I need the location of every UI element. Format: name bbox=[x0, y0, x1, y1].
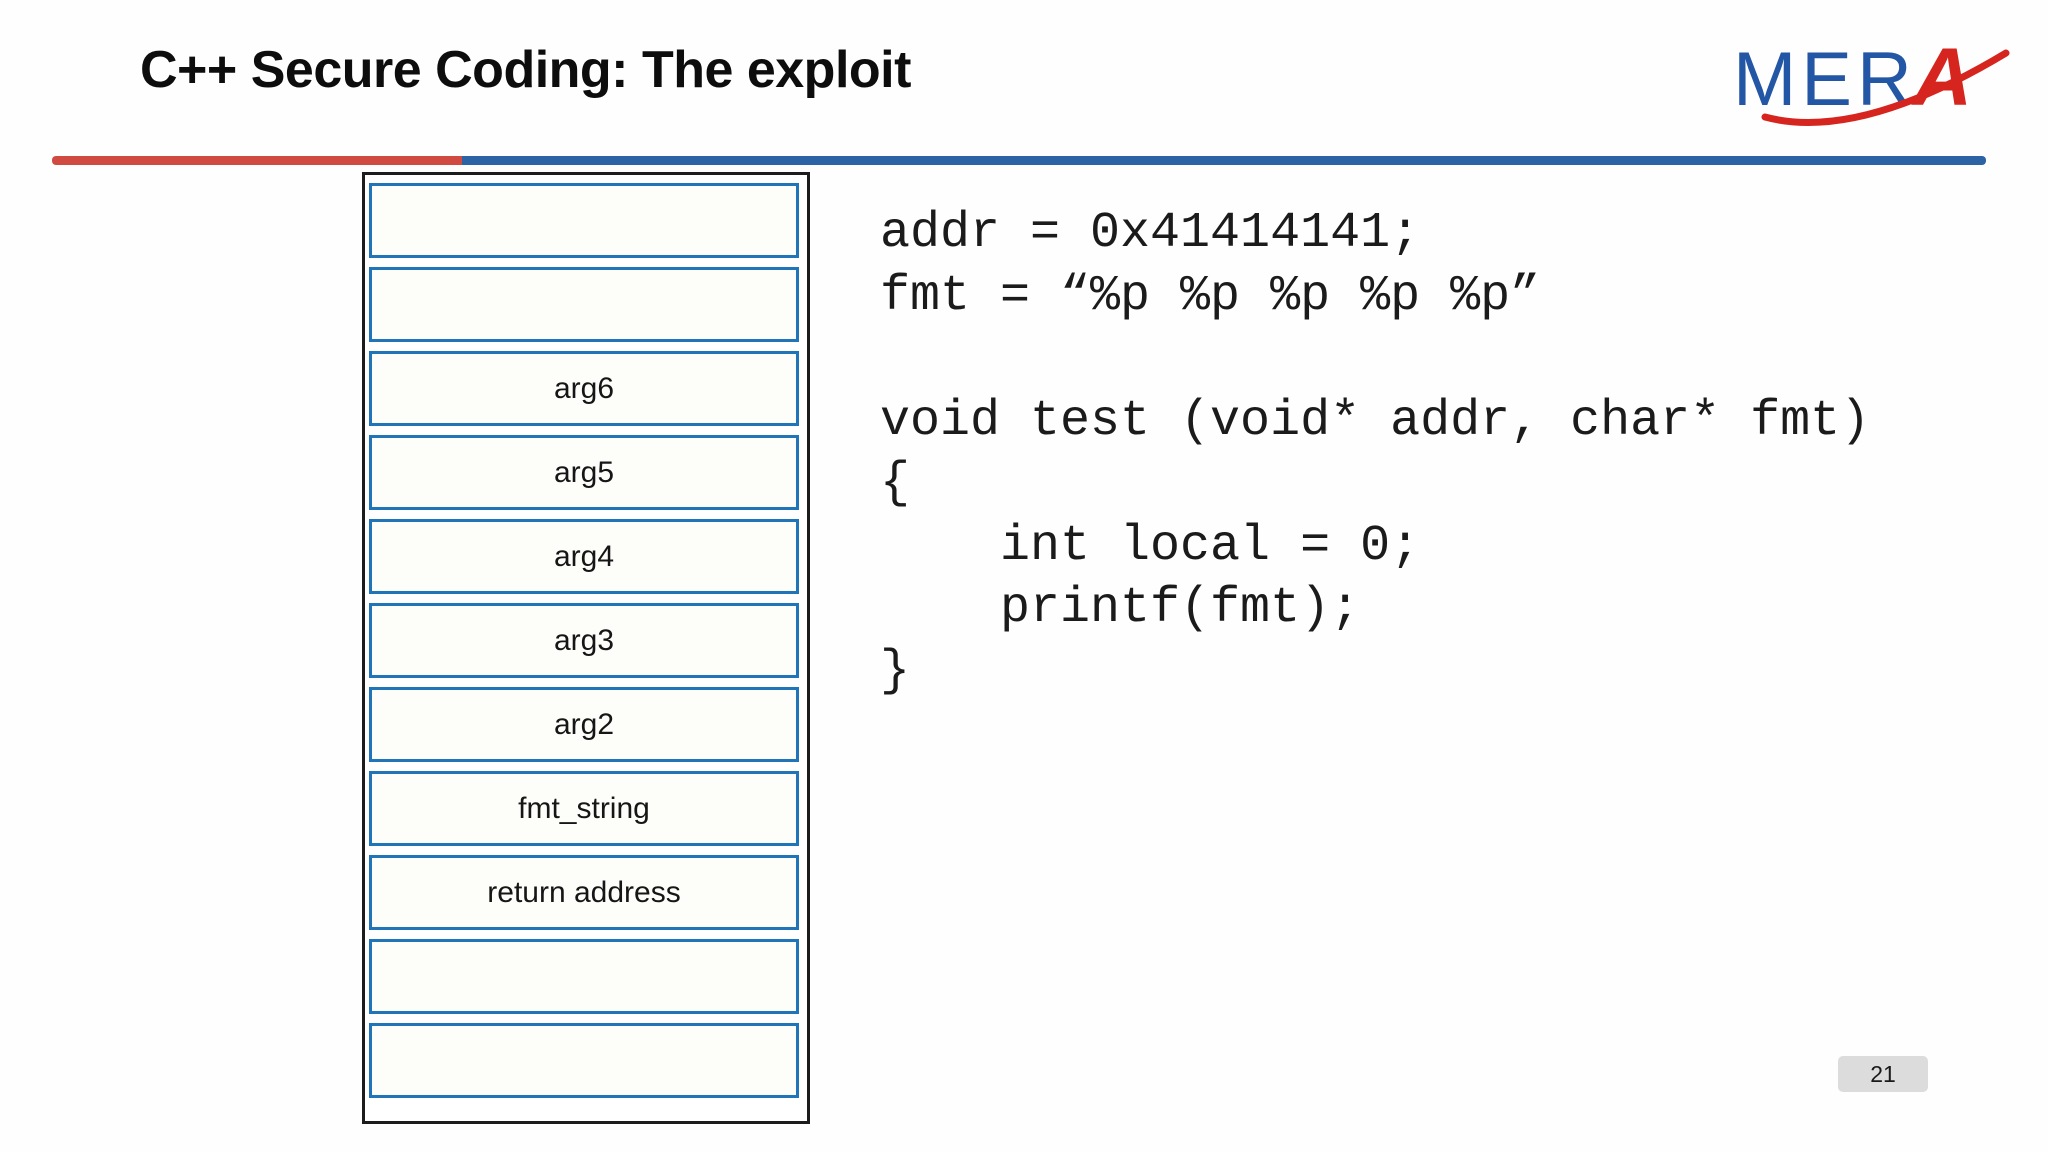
stack-cell-label: arg4 bbox=[553, 539, 615, 573]
stack-cell-label: arg3 bbox=[553, 623, 615, 657]
stack-cell-label: fmt_string bbox=[518, 791, 650, 825]
stack-cell-label: arg6 bbox=[553, 371, 615, 405]
stack-cell: fmt_string bbox=[369, 771, 799, 846]
divider-blue-segment bbox=[462, 156, 1986, 165]
stack-cell bbox=[369, 267, 799, 342]
stack-cell: arg4 bbox=[369, 519, 799, 594]
stack-cell: arg2 bbox=[369, 687, 799, 762]
stack-cell-label: return address bbox=[487, 875, 681, 909]
divider-red-segment bbox=[52, 156, 462, 165]
page-number-badge: 21 bbox=[1838, 1056, 1928, 1092]
code-block: addr = 0x41414141; fmt = “%p %p %p %p %p… bbox=[880, 205, 1871, 700]
page-title: C++ Secure Coding: The exploit bbox=[140, 41, 911, 99]
stack-cell: return address bbox=[369, 855, 799, 930]
stack-cell: arg3 bbox=[369, 603, 799, 678]
logo-text-red: A bbox=[1912, 32, 1973, 123]
stack-cell-label: arg2 bbox=[553, 707, 615, 741]
stack-cell bbox=[369, 183, 799, 258]
stack-cell bbox=[369, 1023, 799, 1098]
stack-cell: arg6 bbox=[369, 351, 799, 426]
stack-cell-label: arg5 bbox=[553, 455, 615, 489]
mera-logo: MER A bbox=[1733, 30, 2023, 126]
logo-text-blue: MER bbox=[1733, 37, 1917, 122]
stack-cell bbox=[369, 939, 799, 1014]
stack-cell: arg5 bbox=[369, 435, 799, 510]
